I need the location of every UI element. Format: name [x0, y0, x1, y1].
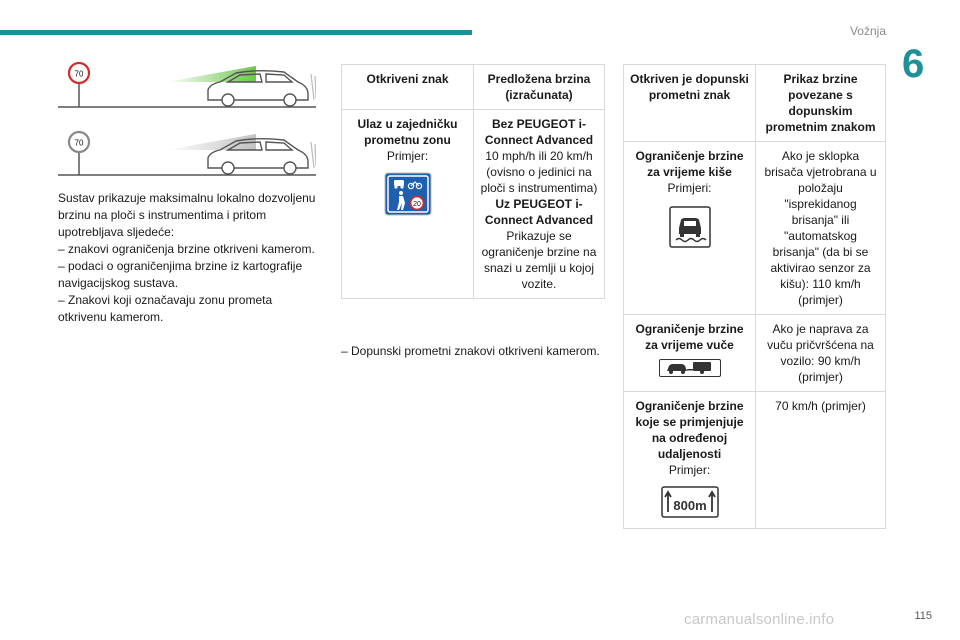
rain-limit-value: Ako je sklopka brisača vjetrobrana u pol…: [755, 141, 886, 315]
section-title: Vožnja: [849, 24, 886, 38]
towing-limit-title: Ograničenje brzine za vrijeme vuče: [635, 322, 744, 352]
without-connect-text: 10 mph/h ili 20 km/h (ovisno o jedinici …: [480, 149, 598, 195]
supplementary-signs-note: – Dopunski prometni znakovi otkriveni ka…: [341, 344, 600, 358]
rain-limit-cell: Ograničenje brzine za vrijeme kiše Primj…: [623, 141, 756, 315]
distance-sign-text: 800m: [673, 498, 706, 513]
rain-sign-icon: [668, 206, 711, 252]
shared-zone-sign-icon: 20: [384, 172, 432, 220]
rain-limit-title: Ograničenje brzine za vrijeme kiše: [635, 149, 744, 179]
distance-limit-title: Ograničenje brzine koje se primjenjuje n…: [635, 399, 744, 461]
speed-sign-text-1: 70: [75, 70, 84, 79]
detected-sign-table: Otkriveni znak Predložena brzina (izraču…: [341, 64, 605, 299]
speed-camera-illustration-1: 70: [58, 60, 316, 112]
without-connect-title: Bez PEUGEOT i-Connect Advanced: [484, 117, 594, 147]
col1-line: Sustav prikazuje maksimalnu lokalno dozv…: [58, 191, 316, 205]
col1-line: – znakovi ograničenja brzine otkriveni k…: [58, 242, 315, 256]
towing-sign-icon: [658, 359, 721, 381]
col1-line: otkrivenu kamerom.: [58, 310, 164, 324]
table2-header-speed: Prikaz brzine povezane s dopunskim prome…: [755, 64, 886, 142]
header-accent-bar: [0, 30, 472, 35]
watermark: carmanualsonline.info: [684, 611, 835, 628]
table1-speed-cell: Bez PEUGEOT i-Connect Advanced 10 mph/h …: [473, 109, 605, 299]
col1-line: navigacijskog sustava.: [58, 276, 179, 290]
table2-header-sign: Otkriven je dopunski prometni znak: [623, 64, 756, 142]
distance-sign-icon: 800m: [660, 486, 719, 522]
speed-sign-text-2: 70: [75, 139, 84, 148]
distance-limit-example-label: Primjer:: [668, 463, 711, 477]
with-connect-title: Uz PEUGEOT i-Connect Advanced: [484, 197, 594, 227]
col1-line: brzinu na ploči s instrumentima i pritom: [58, 208, 267, 222]
column1-paragraph: Sustav prikazuje maksimalnu lokalno dozv…: [58, 190, 328, 326]
col1-line: – podaci o ograničenjima brzine iz karto…: [58, 259, 303, 273]
supplementary-sign-table: Otkriven je dopunski prometni znak Prika…: [623, 64, 886, 529]
zone-speed-number: 20: [413, 201, 421, 208]
speed-camera-illustration-2: 70: [58, 128, 316, 180]
shared-zone-example-label: Primjer:: [386, 149, 429, 163]
table1-header-sign: Otkriveni znak: [341, 64, 474, 110]
col1-line: upotrebljava sljedeće:: [58, 225, 175, 239]
distance-limit-cell: Ograničenje brzine koje se primjenjuje n…: [623, 391, 756, 529]
table1-header-speed: Predložena brzina (izračunata): [473, 64, 605, 110]
page-number: 115: [914, 610, 932, 622]
shared-zone-title: Ulaz u zajedničku prometnu zonu: [357, 117, 458, 147]
towing-limit-cell: Ograničenje brzine za vrijeme vuče: [623, 314, 756, 392]
towing-limit-value: Ako je naprava za vuču pričvršćena na vo…: [755, 314, 886, 392]
with-connect-text: Prikazuje se ograničenje brzine na snazi…: [481, 229, 597, 291]
col1-line: – Znakovi koji označavaju zonu prometa: [58, 293, 273, 307]
distance-limit-value: 70 km/h (primjer): [755, 391, 886, 529]
table1-sign-cell: Ulaz u zajedničku prometnu zonu Primjer:: [341, 109, 474, 299]
chapter-number: 6: [902, 42, 925, 86]
rain-limit-example-label: Primjeri:: [667, 181, 712, 195]
